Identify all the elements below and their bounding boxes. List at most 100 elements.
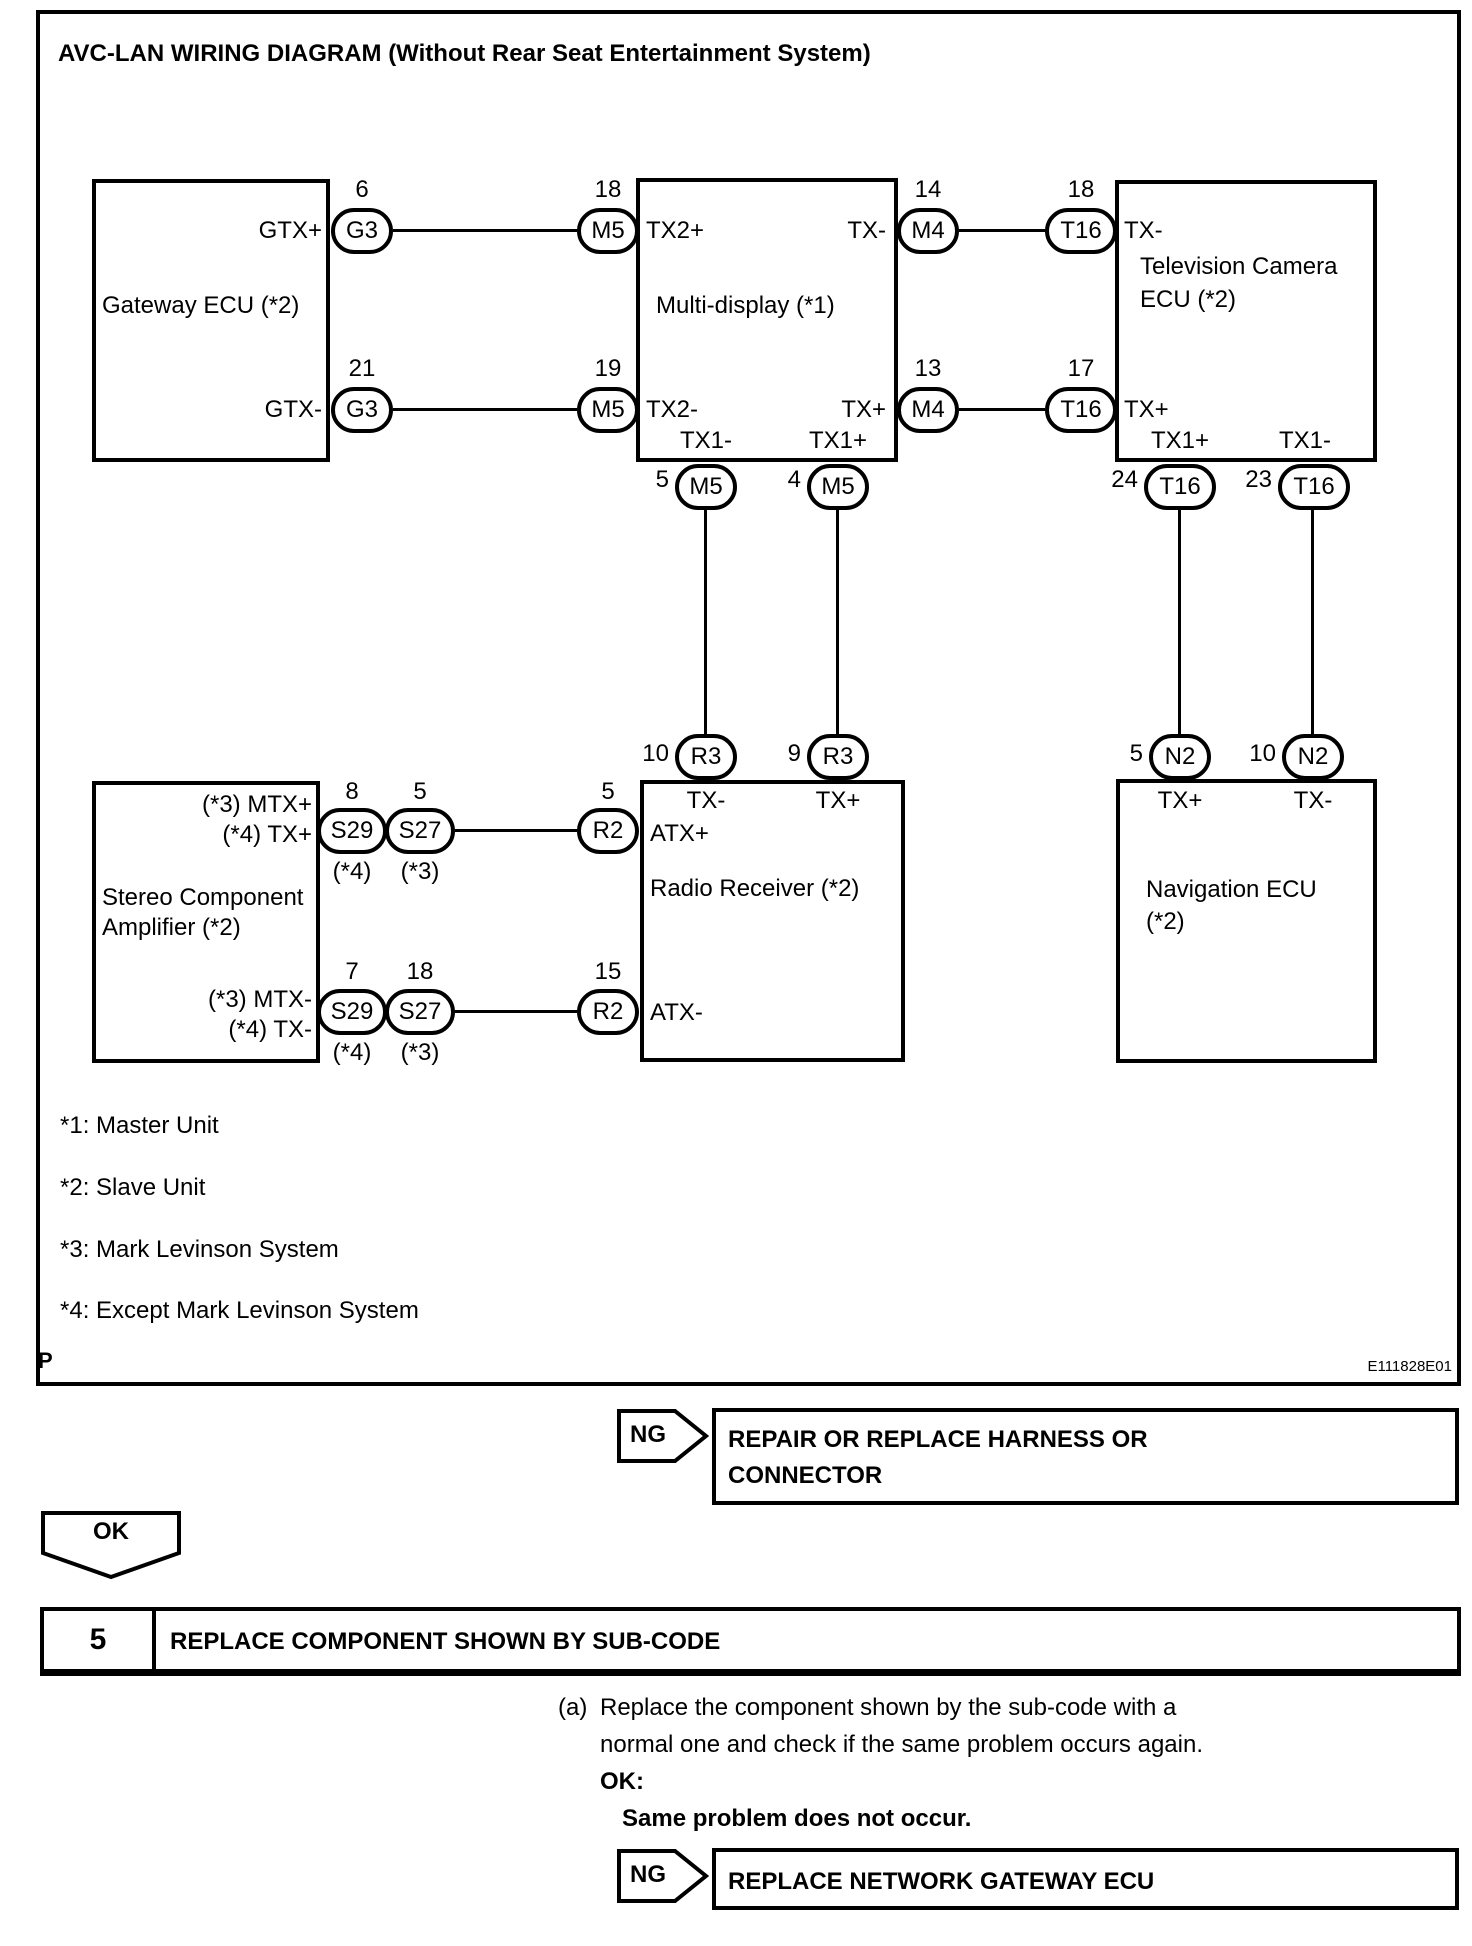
connector-m5: M5: [577, 387, 639, 433]
connector-r3: R3: [675, 734, 737, 780]
gateway-name: Gateway ECU (*2): [102, 292, 300, 319]
instruction-marker: (a): [558, 1694, 588, 1721]
pin-number: 17: [1067, 355, 1095, 382]
connector-n2: N2: [1149, 734, 1211, 780]
ng-action-text: REPLACE NETWORK GATEWAY ECU: [728, 1868, 1155, 1895]
television-camera-ecu-box: [1115, 180, 1377, 462]
ng-action-box: REPLACE NETWORK GATEWAY ECU: [712, 1848, 1459, 1910]
tvcam-pin-label: TX+: [1124, 396, 1169, 423]
multi-pin-label: TX2+: [646, 217, 705, 244]
ng-arrow-shape: [617, 1849, 710, 1903]
footnote-4: *4: Except Mark Levinson System: [60, 1297, 419, 1324]
pin-number: 9: [787, 740, 801, 767]
connector-g3: G3: [331, 387, 393, 433]
pin-number: 13: [914, 355, 942, 382]
ng-arrow-label: NG: [630, 1861, 666, 1888]
multi-pin-label: TX+: [841, 396, 886, 423]
ok-condition-text: Same problem does not occur.: [622, 1805, 972, 1832]
multi-display-name: Multi-display (*1): [656, 292, 835, 319]
radio-receiver-box: [640, 780, 905, 1062]
ng-action-text: REPAIR OR REPLACE HARNESS OR CONNECTOR: [728, 1426, 1148, 1489]
pin-number: 21: [348, 355, 376, 382]
tvcam-pin-label: TX-: [1124, 217, 1163, 244]
pin-number: 10: [642, 740, 669, 767]
step-title: REPLACE COMPONENT SHOWN BY SUB-CODE: [170, 1628, 721, 1655]
radio-receiver-name: Radio Receiver (*2): [650, 875, 860, 902]
connector-variant-note: (*4): [332, 1039, 372, 1066]
radio-pin-label: TX-: [686, 787, 726, 814]
tvcam-name-line1: Television Camera: [1140, 253, 1338, 280]
connector-s29: S29: [317, 989, 387, 1035]
ok-arrow-shape: [41, 1511, 181, 1580]
radio-pin-label: ATX-: [650, 999, 703, 1026]
pin-number: 14: [914, 176, 942, 203]
step-header-bar: 5 REPLACE COMPONENT SHOWN BY SUB-CODE: [40, 1607, 1461, 1676]
connector-t16: T16: [1045, 208, 1117, 254]
connector-m5: M5: [577, 208, 639, 254]
wire-m5-r3-right: [836, 510, 839, 734]
connector-r2: R2: [577, 989, 639, 1035]
connector-t16: T16: [1144, 464, 1216, 510]
stereo-pin-label: (*4) TX-: [228, 1016, 312, 1043]
pin-number: 6: [355, 176, 369, 203]
pin-number: 5: [601, 778, 615, 805]
connector-variant-note: (*4): [332, 858, 372, 885]
tvcam-pin-label: TX1-: [1278, 427, 1331, 454]
navigation-ecu-box: [1116, 779, 1377, 1063]
tvcam-pin-label: TX1+: [1150, 427, 1210, 454]
connector-t16: T16: [1278, 464, 1350, 510]
figure-id: E111828E01: [1367, 1358, 1452, 1375]
multi-pin-label: TX2-: [646, 396, 699, 423]
pin-number: 4: [787, 466, 801, 493]
pin-number: 18: [1067, 176, 1095, 203]
instruction-line2: normal one and check if the same problem…: [600, 1731, 1203, 1758]
connector-s27: S27: [385, 808, 455, 854]
multi-pin-label: TX1-: [679, 427, 732, 454]
stereo-pin-label: (*3) MTX-: [208, 986, 312, 1013]
wire-s27-r2-row1: [455, 829, 577, 832]
ng-action-box: REPAIR OR REPLACE HARNESS OR CONNECTOR: [712, 1408, 1459, 1505]
stereo-name-line2: Amplifier (*2): [102, 914, 241, 941]
footnote-3: *3: Mark Levinson System: [60, 1236, 339, 1263]
connector-m5: M5: [675, 464, 737, 510]
pin-number: 15: [594, 958, 622, 985]
connector-t16: T16: [1045, 387, 1117, 433]
connector-s27: S27: [385, 989, 455, 1035]
ng-arrow-shape: [617, 1409, 710, 1463]
radio-pin-label: TX+: [815, 787, 861, 814]
pin-number: 18: [406, 958, 434, 985]
wire-g3-m5-row1: [393, 229, 577, 232]
tvcam-name-line2: ECU (*2): [1140, 286, 1237, 313]
stereo-name-line1: Stereo Component: [102, 884, 304, 911]
pin-number: 19: [594, 355, 622, 382]
pin-number: 18: [594, 176, 622, 203]
connector-g3: G3: [331, 208, 393, 254]
pin-number: 10: [1249, 740, 1276, 767]
multi-display-box: [636, 178, 898, 462]
connector-m5: M5: [807, 464, 869, 510]
stereo-pin-label: (*4) TX+: [222, 821, 312, 848]
gateway-ecu-box: [92, 179, 330, 462]
stereo-amplifier-box: [92, 781, 320, 1063]
ng-arrow-label: NG: [630, 1421, 666, 1448]
connector-m4: M4: [897, 387, 959, 433]
wire-m4-t16-row2: [959, 408, 1045, 411]
instruction-line1: Replace the component shown by the sub-c…: [600, 1694, 1177, 1721]
nav-pin-label: TX+: [1157, 787, 1203, 814]
radio-pin-label: ATX+: [650, 820, 709, 847]
stereo-pin-label: (*3) MTX+: [201, 791, 312, 818]
pin-number: 7: [345, 958, 359, 985]
step-number: 5: [44, 1611, 156, 1669]
page-marker: P: [38, 1348, 53, 1373]
wire-t16-n2-left: [1178, 510, 1181, 734]
connector-n2: N2: [1282, 734, 1344, 780]
wire-t16-n2-right: [1311, 510, 1314, 734]
pin-number: 8: [345, 778, 359, 805]
wire-m5-r3-left: [704, 510, 707, 734]
connector-s29: S29: [317, 808, 387, 854]
connector-variant-note: (*3): [400, 1039, 440, 1066]
pin-number: 5: [655, 466, 669, 493]
nav-name-line1: Navigation ECU: [1146, 876, 1317, 903]
diagram-title: AVC-LAN WIRING DIAGRAM (Without Rear Sea…: [58, 40, 871, 67]
